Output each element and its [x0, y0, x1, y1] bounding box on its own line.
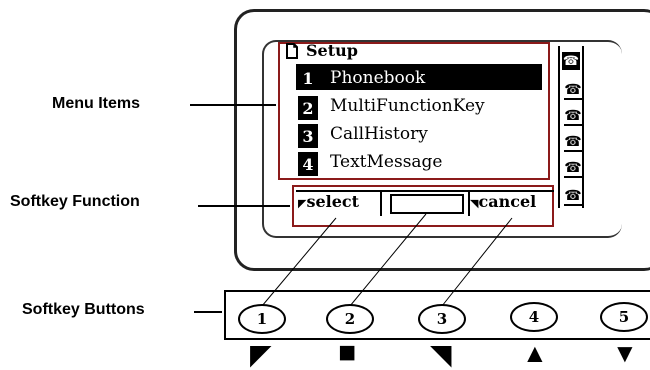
phone-icon: ☎: [564, 132, 582, 152]
softkey-left-label: select: [306, 192, 360, 211]
menu-item-number: 1: [298, 66, 318, 90]
screen-title: Setup: [306, 41, 358, 60]
softkey-button-3[interactable]: 3: [418, 304, 466, 334]
document-icon: [285, 43, 299, 59]
callout-softkey-buttons: Softkey Buttons: [22, 301, 145, 318]
menu-item-label: CallHistory: [330, 124, 428, 144]
top-left-arrow-icon: ◤: [250, 339, 272, 370]
softkey-button-strip: [224, 290, 650, 340]
menu-item-number: 3: [298, 124, 318, 148]
softkey-button-1[interactable]: 1: [238, 304, 286, 334]
phone-icon: ☎: [564, 106, 582, 126]
softkey-label-row: [296, 190, 554, 216]
phone-icon: ☎: [564, 80, 582, 100]
softkey-right[interactable]: ◥cancel: [468, 190, 554, 216]
arrow-icon: ◥: [470, 197, 479, 210]
softkey-middle[interactable]: [390, 194, 464, 214]
menu-item-label: MultiFunctionKey: [330, 96, 485, 116]
softkey-button-4[interactable]: 4: [510, 302, 558, 332]
menu-item-label: Phonebook: [330, 68, 426, 88]
callout-softkey-function: Softkey Function: [10, 193, 140, 210]
up-arrow-icon: ▲: [522, 338, 548, 368]
top-right-arrow-icon: ◥: [430, 339, 452, 370]
line-status-column: [558, 46, 584, 208]
callout-leader: [190, 104, 276, 106]
arrow-icon: ◤: [298, 197, 307, 210]
callout-menu-items: Menu Items: [52, 95, 141, 112]
softkey-right-label: cancel: [478, 192, 537, 211]
phone-icon: ☎: [562, 52, 580, 70]
phone-icon: ☎: [564, 158, 582, 178]
menu-items-highlight: [278, 42, 550, 180]
menu-item-number: 2: [298, 96, 318, 120]
menu-item-label: TextMessage: [330, 152, 443, 172]
phone-icon: ☎: [564, 186, 582, 206]
menu-item-number: 4: [298, 152, 318, 176]
callout-leader: [194, 311, 222, 313]
softkey-button-5[interactable]: 5: [600, 302, 648, 332]
square-icon: ■: [338, 336, 357, 369]
softkey-function-highlight: [292, 185, 554, 227]
callout-leader: [198, 205, 290, 207]
down-arrow-icon: ▼: [612, 338, 638, 368]
softkey-button-2[interactable]: 2: [326, 304, 374, 334]
softkey-left[interactable]: ◤select: [298, 190, 382, 216]
menu-item-1[interactable]: [296, 64, 542, 90]
